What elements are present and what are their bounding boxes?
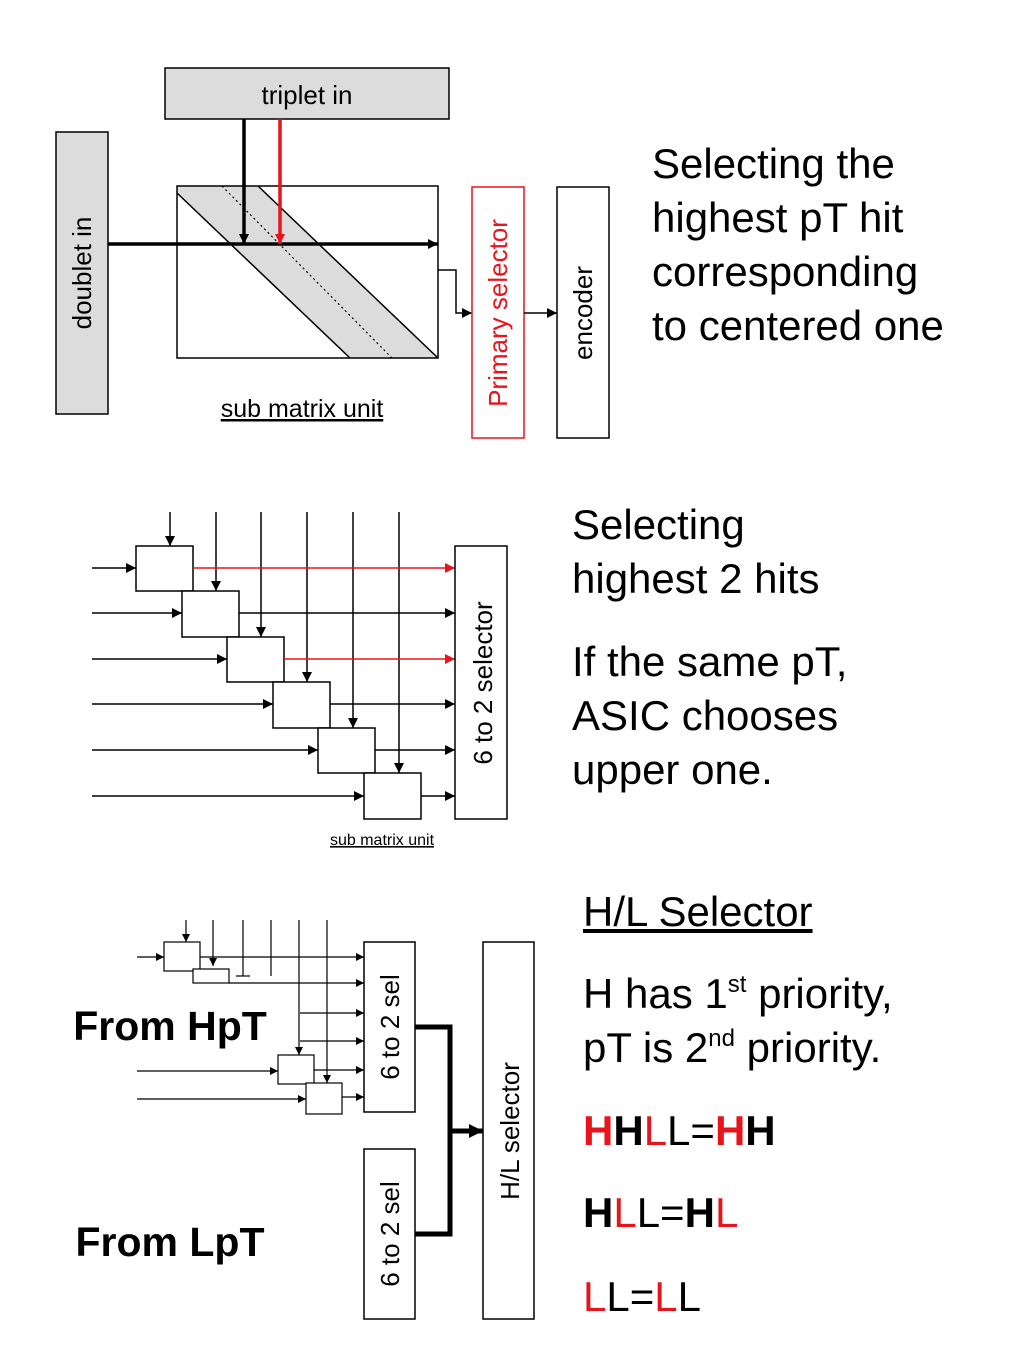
rule-token: H xyxy=(583,1189,614,1236)
from-lpt-label: From LpT xyxy=(75,1219,264,1265)
hpt-six-to-two-sel-label: 6 to 2 sel xyxy=(375,974,405,1080)
rule-ll: LL=LL xyxy=(583,1270,701,1324)
rule-hll: HLL=HL xyxy=(583,1186,738,1240)
ordinal-suffix: st xyxy=(727,971,747,998)
note-line: If the same pT, xyxy=(572,638,848,685)
encoder-label: encoder xyxy=(568,266,598,360)
rule-token: L= xyxy=(667,1107,715,1154)
hl-selector-label: H/L selector xyxy=(495,1062,525,1200)
priority-note: H has 1st priority, pT is 2nd priority. xyxy=(583,967,893,1075)
primary-selector-box xyxy=(471,186,525,439)
note-line: to centered one xyxy=(652,302,944,349)
hpt-six-to-two-sel-box xyxy=(363,941,416,1113)
matrix-to-primary-arrow xyxy=(438,269,472,318)
sel-merge-bracket xyxy=(415,1024,453,1237)
matrix-center-line xyxy=(221,186,393,358)
section1-note: Selecting the highest pT hit correspondi… xyxy=(652,137,944,353)
hpt-cell xyxy=(192,968,230,984)
sub-matrix-unit-label-small: sub matrix unit xyxy=(330,832,435,849)
hl-selector-box xyxy=(482,941,535,1320)
doublet-in-box xyxy=(55,131,109,415)
rule-token: L xyxy=(583,1273,607,1320)
triplet-in-box xyxy=(164,67,450,120)
sub-matrix-cell xyxy=(363,772,422,820)
section3-diagram: 6 to 2 sel 6 to 2 sel H/L selector From … xyxy=(73,920,535,1320)
rule-hhll: HHLL=HH xyxy=(583,1104,776,1158)
note-line: Selecting xyxy=(572,501,745,548)
ordinal-suffix: nd xyxy=(708,1025,735,1052)
note-line: Selecting the xyxy=(652,140,895,187)
rule-token: L xyxy=(654,1273,678,1320)
note-line: highest pT hit xyxy=(652,194,904,241)
six-to-two-selector-box xyxy=(454,545,508,820)
doublet-in-label: doublet in xyxy=(67,217,97,330)
sub-matrix-cell xyxy=(135,545,194,592)
rule-token: L xyxy=(613,1189,637,1236)
encoder-box xyxy=(556,186,610,439)
priority-text: H has 1 xyxy=(583,970,728,1017)
priority-line-1: H has 1st priority, xyxy=(583,967,893,1021)
hl-selector-heading: H/L Selector xyxy=(583,888,813,935)
sub-matrix-cell xyxy=(226,636,285,683)
priority-text: priority. xyxy=(735,1024,882,1071)
note-line: corresponding xyxy=(652,248,919,295)
priority-line-2: pT is 2nd priority. xyxy=(583,1021,893,1075)
sub-matrix-cell xyxy=(317,727,376,774)
rule-token: H xyxy=(583,1107,614,1154)
section2-note-selecting: Selecting highest 2 hits xyxy=(572,498,820,606)
from-hpt-label: From HpT xyxy=(73,1003,267,1049)
primary-selector-label: Primary selector xyxy=(483,219,513,407)
rule-token: L xyxy=(677,1273,701,1320)
priority-text: priority, xyxy=(746,970,893,1017)
rule-token: L= xyxy=(606,1273,655,1320)
rule-token: H xyxy=(684,1189,715,1236)
sub-matrix-cell xyxy=(181,590,240,638)
sub-matrix-unit-label: sub matrix unit xyxy=(221,395,384,423)
section2-note-same-pt: If the same pT, ASIC chooses upper one. xyxy=(572,635,847,797)
rule-token: L= xyxy=(636,1189,685,1236)
hpt-cell xyxy=(163,941,201,972)
sub-matrix-unit xyxy=(176,185,439,359)
rule-token: H xyxy=(745,1107,776,1154)
hpt-cell xyxy=(277,1054,315,1085)
note-line: upper one. xyxy=(572,746,773,793)
rule-token: L xyxy=(714,1189,739,1236)
lpt-six-to-two-sel-box xyxy=(363,1148,416,1320)
priority-text: pT is 2 xyxy=(583,1024,709,1071)
note-line: highest 2 hits xyxy=(572,555,820,602)
rule-token: H xyxy=(613,1107,644,1154)
note-line: ASIC chooses xyxy=(572,692,839,739)
hpt-cell xyxy=(305,1082,343,1115)
section1-diagram: triplet in doublet in sub matrix unit Pr… xyxy=(55,67,610,439)
lpt-six-to-two-sel-label: 6 to 2 sel xyxy=(375,1181,405,1287)
rule-token: L xyxy=(643,1107,668,1154)
six-to-two-selector-label: 6 to 2 selector xyxy=(468,601,498,765)
rule-token: H xyxy=(714,1107,746,1154)
section2-diagram: 6 to 2 selector sub matrix unit xyxy=(92,512,508,849)
triplet-in-label: triplet in xyxy=(261,80,352,110)
sub-matrix-cell xyxy=(272,681,331,729)
